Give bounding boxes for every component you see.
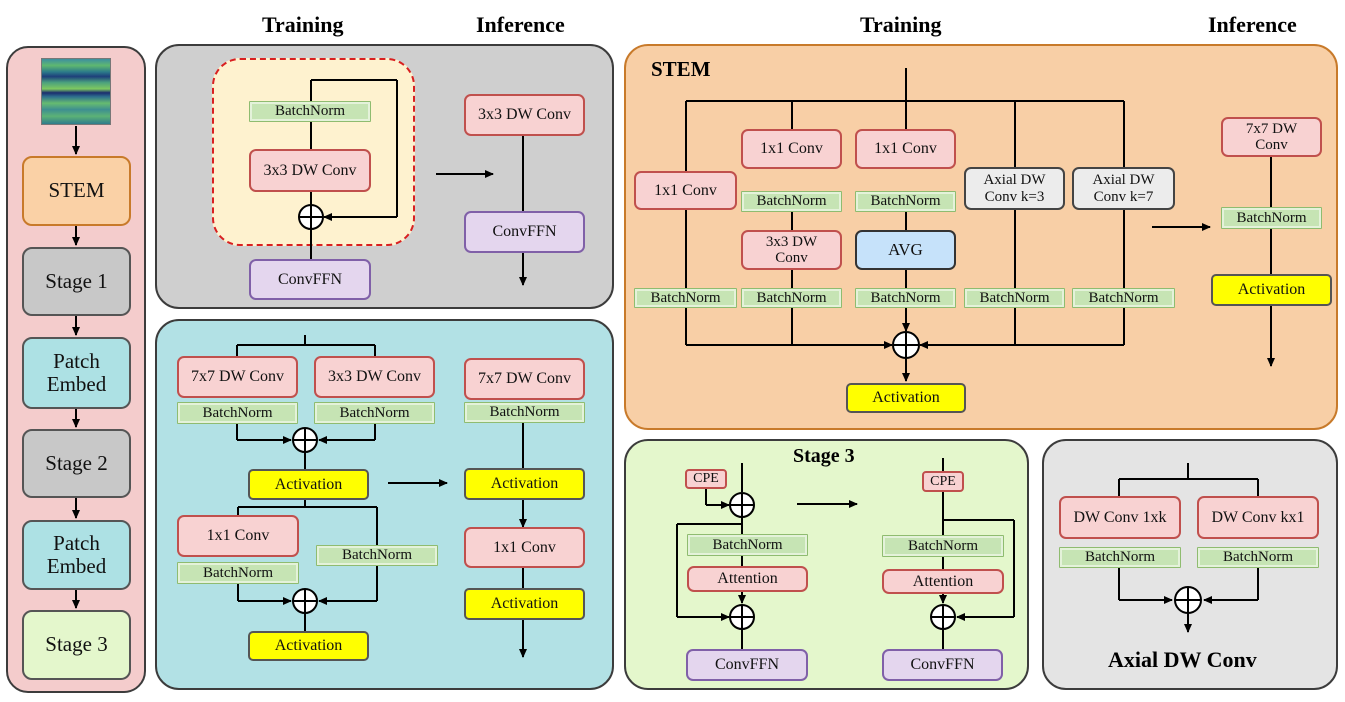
- s1-infer-dwconv: 3x3 DW Conv: [464, 94, 585, 136]
- sidebar-stage3: Stage 3: [22, 610, 131, 680]
- axial-title: Axial DW Conv: [1108, 647, 1257, 672]
- s3-infer-convffn: ConvFFN: [882, 649, 1003, 681]
- s2-train-bn-bottom-left: BatchNorm: [177, 562, 299, 584]
- stem-b3-avg: AVG: [855, 230, 956, 270]
- s3-infer-attention: Attention: [882, 569, 1004, 594]
- header-left-training: Training: [262, 12, 344, 37]
- s2-infer-conv1x1: 1x1 Conv: [464, 527, 585, 568]
- stem-infer-bn: BatchNorm: [1221, 207, 1322, 229]
- s2-train-conv3: 3x3 DW Conv: [314, 356, 435, 398]
- s3-infer-cpe: CPE: [922, 471, 964, 492]
- stem-b2-conv: 1x1 Conv: [741, 129, 842, 169]
- stem-b3-bn2: BatchNorm: [855, 288, 956, 308]
- axial-bn-right: BatchNorm: [1197, 547, 1319, 568]
- s2-train-conv7: 7x7 DW Conv: [177, 356, 298, 398]
- s2-infer-conv7: 7x7 DW Conv: [464, 358, 585, 400]
- stem-b2-bn2: BatchNorm: [741, 288, 842, 308]
- s2-infer-activation-1: Activation: [464, 468, 585, 500]
- axial-conv-1xk: DW Conv 1xk: [1059, 496, 1181, 539]
- stem-b1-conv: 1x1 Conv: [634, 171, 737, 210]
- stem-panel: [624, 44, 1338, 430]
- s2-train-bn-left: BatchNorm: [177, 402, 298, 424]
- stem-infer-conv: 7x7 DW Conv: [1221, 117, 1322, 157]
- sidebar-stage2: Stage 2: [22, 429, 131, 498]
- header-left-inference: Inference: [476, 12, 565, 37]
- stem-infer-activation: Activation: [1211, 274, 1332, 306]
- s1-train-convffn: ConvFFN: [249, 259, 371, 300]
- s3-train-cpe: CPE: [685, 469, 727, 489]
- stem-b3-conv: 1x1 Conv: [855, 129, 956, 169]
- stem-b2-bn: BatchNorm: [741, 191, 842, 212]
- stem-b4-axial: Axial DW Conv k=3: [964, 167, 1065, 210]
- s1-infer-convffn: ConvFFN: [464, 211, 585, 253]
- s2-train-activation-1: Activation: [248, 469, 369, 500]
- stem-b2-dw: 3x3 DW Conv: [741, 230, 842, 270]
- spectrogram-image: [41, 58, 111, 125]
- stem-b3-bn: BatchNorm: [855, 191, 956, 212]
- stem-activation: Activation: [846, 383, 966, 413]
- stem-title: STEM: [651, 57, 711, 81]
- header-right-inference: Inference: [1208, 12, 1297, 37]
- stem-b1-bn: BatchNorm: [634, 288, 737, 308]
- sidebar-stem: STEM: [22, 156, 131, 226]
- s1-train-batchnorm: BatchNorm: [249, 101, 371, 122]
- s2-infer-bn: BatchNorm: [464, 402, 585, 423]
- s3-infer-bn: BatchNorm: [882, 535, 1004, 557]
- s2-train-conv1x1: 1x1 Conv: [177, 515, 299, 557]
- header-right-training: Training: [860, 12, 942, 37]
- s2-infer-activation-2: Activation: [464, 588, 585, 620]
- s3-train-convffn: ConvFFN: [686, 649, 808, 681]
- s2-train-bn-right: BatchNorm: [314, 402, 435, 424]
- s1-train-dwconv: 3x3 DW Conv: [249, 149, 371, 192]
- axial-bn-left: BatchNorm: [1059, 547, 1181, 568]
- stem-b4-bn: BatchNorm: [964, 288, 1065, 308]
- stem-b5-bn: BatchNorm: [1072, 288, 1175, 308]
- s3-train-attention: Attention: [687, 566, 808, 592]
- stem-b5-axial: Axial DW Conv k=7: [1072, 167, 1175, 210]
- sidebar-stage1: Stage 1: [22, 247, 131, 316]
- axial-conv-kx1: DW Conv kx1: [1197, 496, 1319, 539]
- sidebar-patch-embed-1: Patch Embed: [22, 337, 131, 409]
- s2-train-bn-bottom-right: BatchNorm: [316, 545, 438, 566]
- s3-train-bn: BatchNorm: [687, 534, 808, 556]
- s2-train-activation-2: Activation: [248, 631, 369, 661]
- stage3-title: Stage 3: [793, 445, 855, 467]
- sidebar-patch-embed-2: Patch Embed: [22, 520, 131, 590]
